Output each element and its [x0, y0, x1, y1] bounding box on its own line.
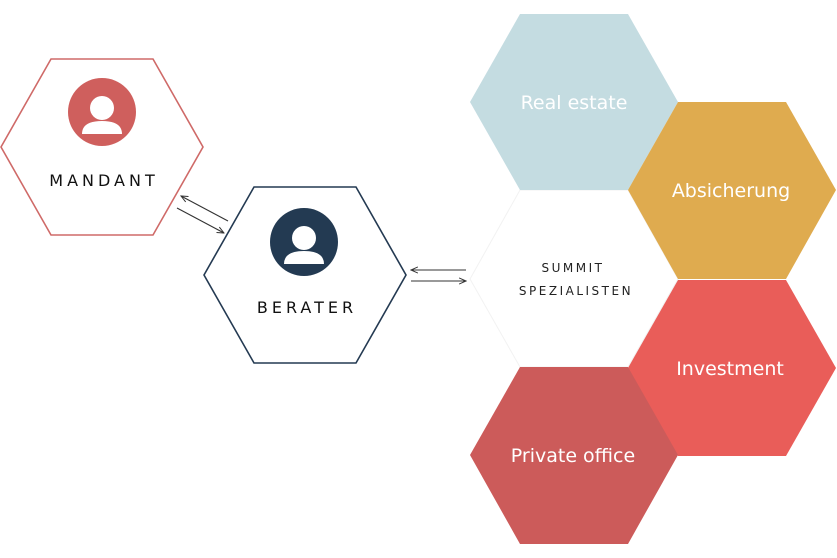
- arrow-to-berater: [176, 207, 224, 233]
- private-office-label: Private office: [511, 445, 635, 467]
- mandant-node: MANDANT: [0, 58, 204, 236]
- berater-node: BERATER: [203, 186, 407, 364]
- mandant-hexagon: [0, 58, 204, 236]
- absicherung-label: Absicherung: [672, 180, 790, 202]
- real-estate-hexagon: [470, 14, 678, 190]
- mandant-label: MANDANT: [49, 171, 158, 190]
- private-office-node: Private office: [470, 367, 678, 544]
- absicherung-node: Absicherung: [628, 102, 836, 279]
- user-icon: [270, 208, 338, 276]
- real-estate-node: Real estate: [470, 14, 678, 190]
- berater-summit-arrows: [411, 270, 466, 281]
- real-estate-label: Real estate: [521, 92, 628, 114]
- investment-node: Investment: [628, 280, 836, 456]
- summit-label-line2: SPEZIALISTEN: [519, 284, 633, 298]
- user-icon: [68, 78, 136, 146]
- berater-label: BERATER: [257, 298, 357, 317]
- arrow-to-mandant: [181, 196, 229, 222]
- summit-label-line1: SUMMIT: [542, 261, 605, 275]
- mandant-berater-arrows: [176, 196, 229, 233]
- investment-label: Investment: [676, 358, 784, 380]
- private-office-hexagon: [470, 367, 678, 544]
- investment-hexagon: [628, 280, 836, 456]
- absicherung-hexagon: [628, 102, 836, 279]
